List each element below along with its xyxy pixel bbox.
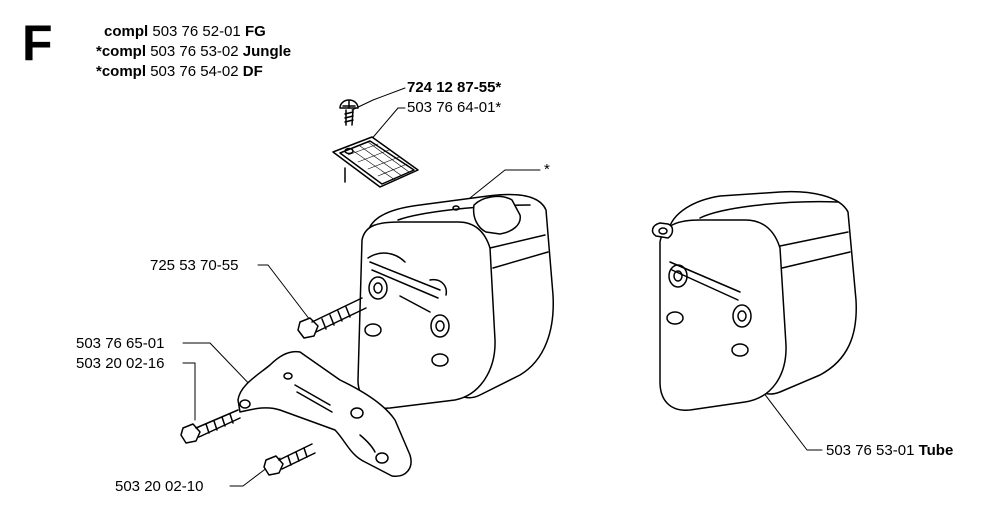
compl-prefix: compl — [104, 23, 149, 40]
muffler-tube-number: 503 76 53-01 — [826, 442, 915, 459]
compl-suffix: Jungle — [242, 43, 292, 60]
compl-number: 503 76 52-01 — [152, 23, 241, 40]
compl-row-df: *compl 503 76 54-02 DF — [88, 62, 291, 82]
bracket-drawing — [237, 350, 412, 477]
compl-suffix: FG — [244, 23, 266, 40]
leader-lines — [182, 87, 823, 487]
compl-number: 503 76 54-02 — [150, 63, 239, 80]
part-label-screen[interactable]: 503 76 64-01* — [407, 99, 502, 116]
compl-prefix: *compl — [96, 43, 147, 60]
compl-row-jungle: *compl 503 76 53-02 Jungle — [88, 42, 291, 62]
muffler-right-drawing — [651, 190, 857, 411]
spark-screen-drawing — [332, 136, 419, 188]
compl-prefix: *compl — [96, 63, 147, 80]
muffler-tube-suffix: Tube — [918, 442, 954, 459]
section-letter: F — [22, 15, 53, 71]
part-label-bracket[interactable]: 503 76 65-01 — [76, 335, 165, 352]
bolt-left-drawing — [180, 409, 241, 444]
compl-row-fg: compl 503 76 52-01 FG — [88, 22, 291, 42]
muffler-left-drawing — [357, 193, 554, 409]
compl-number: 503 76 53-02 — [150, 43, 239, 60]
part-label-bolt-left[interactable]: 503 20 02-16 — [76, 355, 165, 372]
part-label-muffler-tube[interactable]: 503 76 53-01 Tube — [826, 442, 953, 459]
bolt-bottom-drawing — [263, 443, 316, 476]
part-label-screw-top[interactable]: 724 12 87-55* — [407, 79, 502, 96]
part-label-star-marker: * — [544, 161, 550, 178]
bolt-725-drawing — [297, 297, 367, 339]
part-label-bolt-bottom[interactable]: 503 20 02-10 — [115, 478, 204, 495]
top-screw-drawing — [339, 99, 359, 126]
part-label-bolt-725[interactable]: 725 53 70-55 — [150, 257, 239, 274]
compl-suffix: DF — [242, 63, 263, 80]
complete-assembly-list: compl 503 76 52-01 FG *compl 503 76 53-0… — [88, 22, 291, 82]
